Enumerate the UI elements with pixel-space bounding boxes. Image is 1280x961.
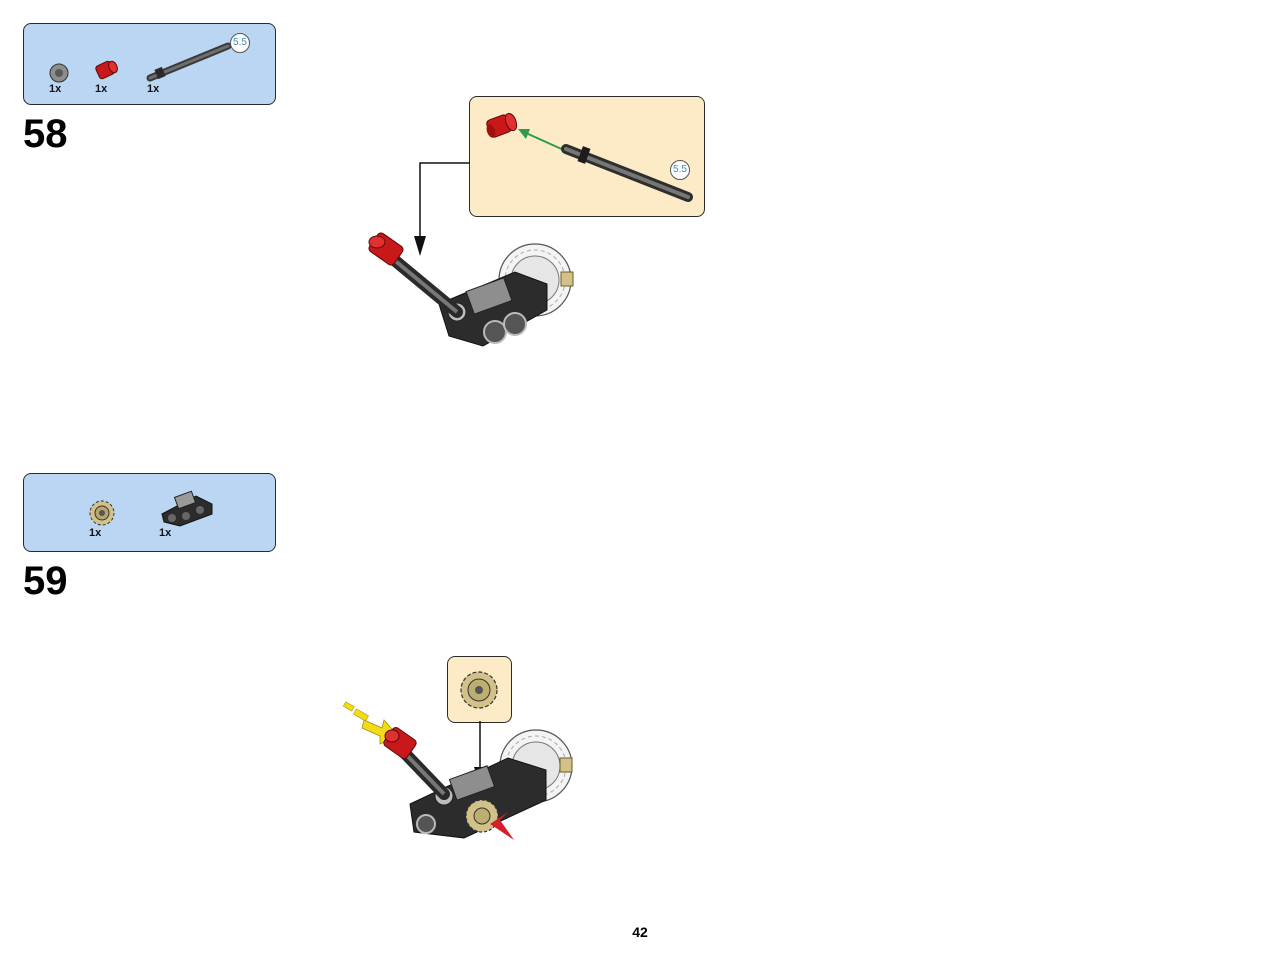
callout-pointer-arrow bbox=[414, 162, 470, 256]
axle-length-badge: 5.5 bbox=[230, 33, 250, 53]
red-connector-icon bbox=[368, 232, 404, 266]
sub-assembly-callout-59 bbox=[447, 656, 512, 723]
axle-5.5-icon bbox=[146, 42, 232, 82]
part-qty: 1x bbox=[49, 83, 62, 95]
tan-gear-icon bbox=[89, 500, 115, 526]
part-qty: 1x bbox=[89, 527, 102, 539]
insert-arrow-icon bbox=[518, 129, 567, 152]
red-connector-icon bbox=[95, 60, 118, 80]
part-qty: 1x bbox=[95, 83, 108, 95]
assembly-model-step-58 bbox=[368, 232, 574, 347]
parts-list-step-59: 1x 1x bbox=[23, 473, 276, 552]
axle-length-badge: 5.5 bbox=[670, 160, 690, 180]
black-beam-icon bbox=[161, 490, 213, 527]
page-number: 42 bbox=[632, 924, 648, 940]
part-qty: 1x bbox=[159, 527, 172, 539]
step-number-58: 58 bbox=[23, 112, 68, 156]
red-connector-icon bbox=[486, 112, 518, 138]
rotation-arrow-icon bbox=[490, 812, 514, 840]
axle-icon bbox=[561, 144, 693, 202]
assembly-model-step-59 bbox=[342, 701, 573, 840]
sub-assembly-callout-58: 5.5 bbox=[469, 96, 705, 217]
gray-bush-icon bbox=[49, 63, 69, 83]
part-qty: 1x bbox=[147, 83, 160, 95]
step-number-59: 59 bbox=[23, 559, 68, 603]
tan-gear-icon bbox=[460, 671, 498, 709]
parts-list-step-58: 1x 1x 1x 5.5 bbox=[23, 23, 276, 105]
